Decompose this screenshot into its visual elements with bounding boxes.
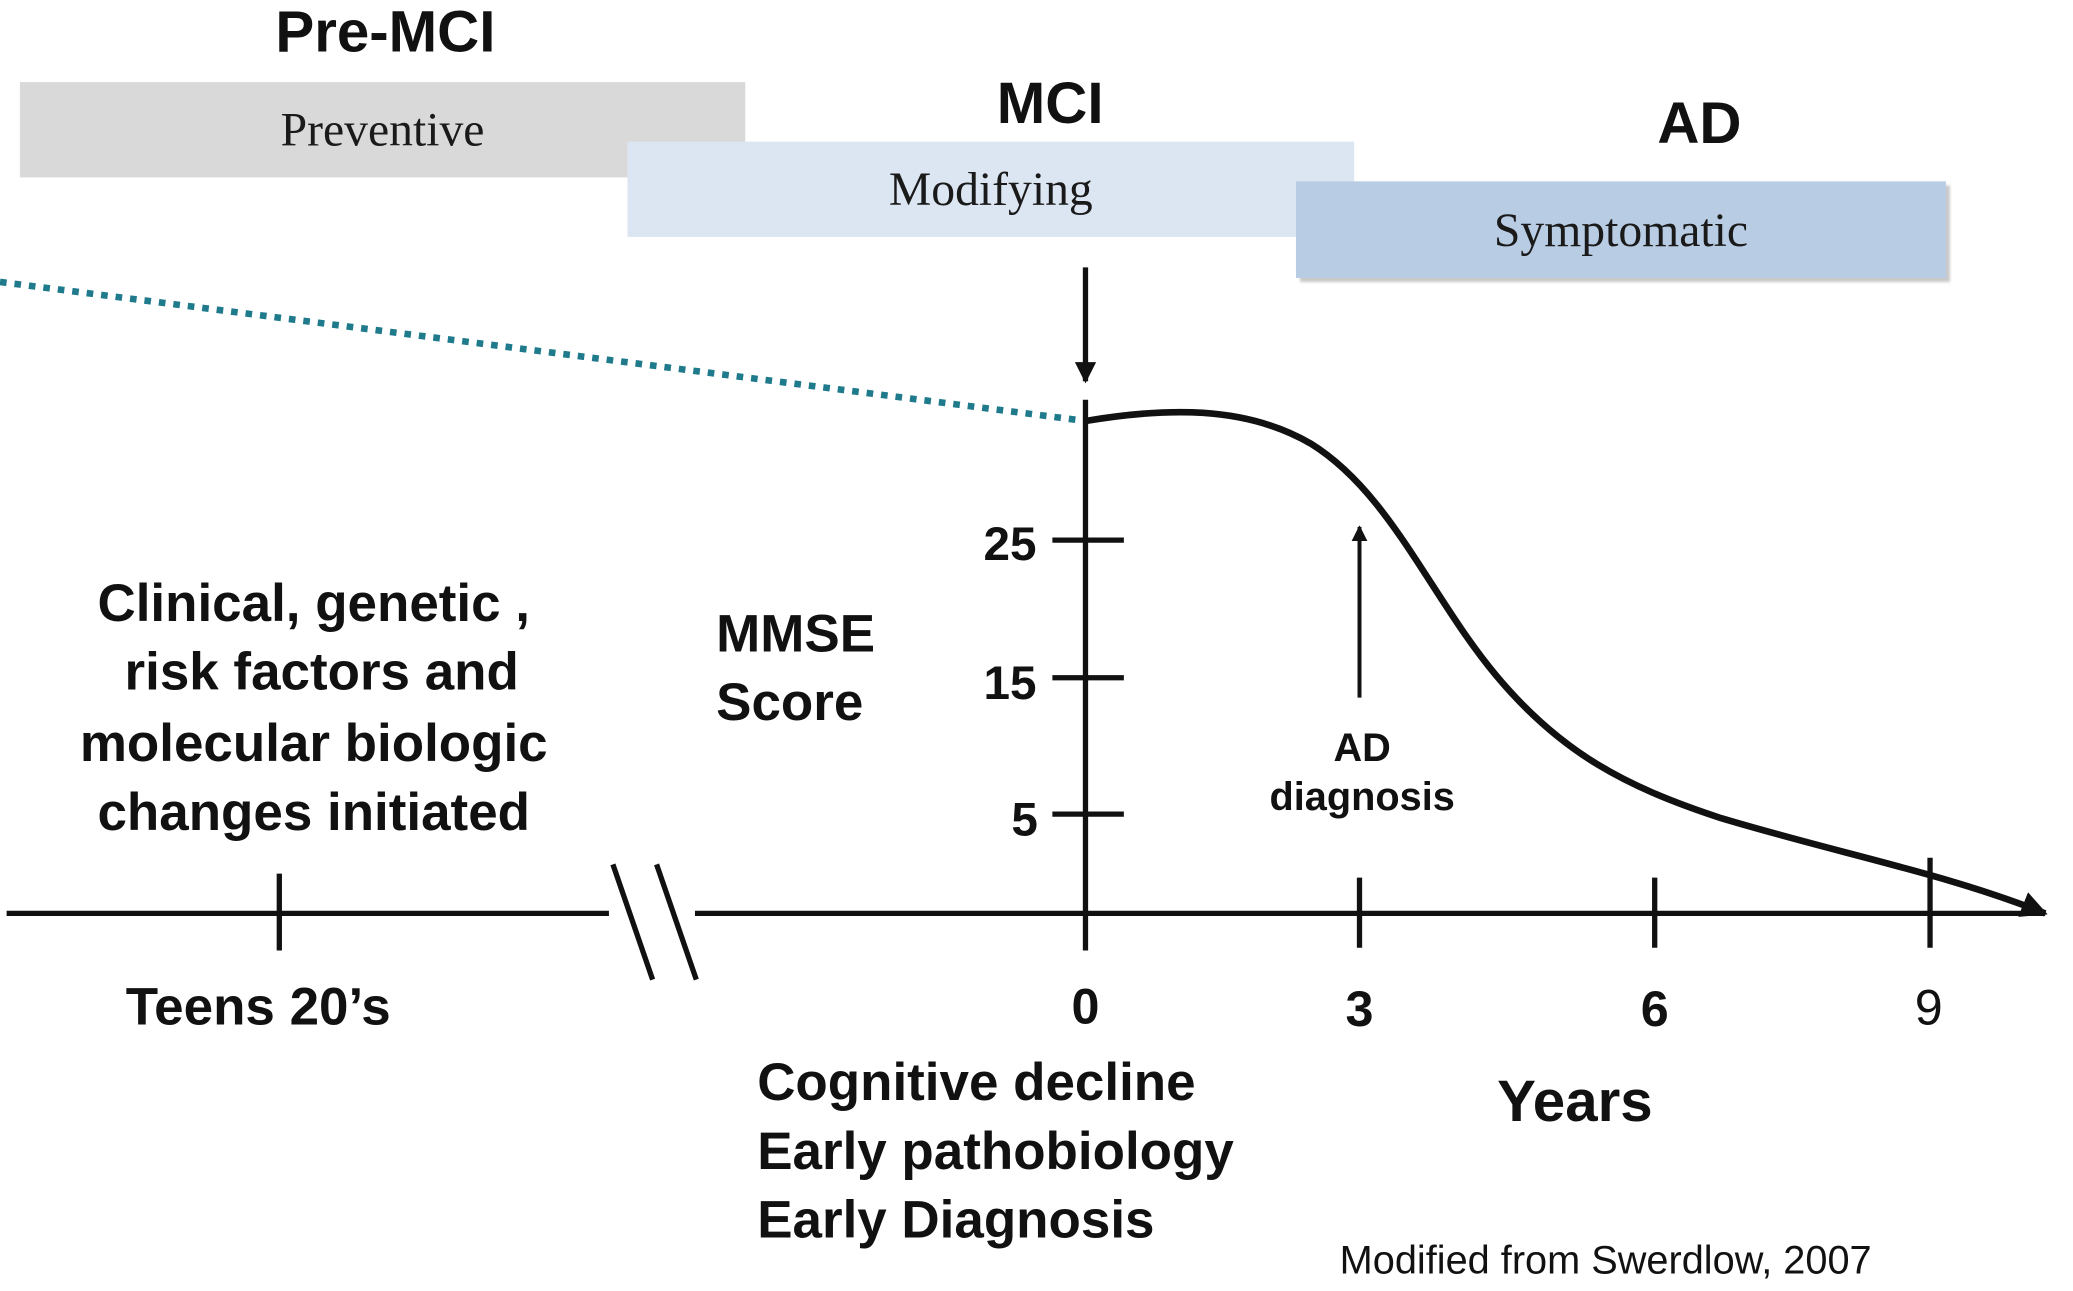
x-tick-label-9: 9: [1914, 980, 1943, 1037]
stage-heading-ad: AD: [1657, 91, 1742, 157]
x-tick-label-6: 6: [1640, 982, 1669, 1038]
y-axis-label-line-1: MMSE: [716, 604, 876, 664]
band-modifying-label: Modifying: [888, 162, 1093, 216]
risk-factors-line-4: changes initiated: [97, 783, 531, 842]
band-preventive: Preventive: [19, 82, 746, 178]
axis-break-mark-2: [654, 863, 699, 981]
x-tick-label-3: 3: [1345, 982, 1374, 1038]
band-symptomatic: Symptomatic: [1295, 181, 1946, 278]
x-label-teens: Teens 20’s: [125, 978, 391, 1037]
note-early-pathobiology: Early pathobiology: [757, 1122, 1234, 1181]
note-cognitive-decline: Cognitive decline: [757, 1053, 1196, 1112]
note-early-diagnosis: Early Diagnosis: [757, 1191, 1155, 1250]
axis-break-mark-1: [610, 863, 656, 981]
preclinical-dotted-line: [0, 278, 1086, 425]
x-tick-label-0: 0: [1071, 979, 1100, 1036]
ad-diagnosis-label-line-1: AD: [1333, 726, 1391, 771]
risk-factors-line-1: Clinical, genetic ,: [97, 574, 531, 633]
y-tick-label-25: 25: [983, 516, 1037, 571]
stage-heading-mci: MCI: [996, 71, 1104, 137]
risk-factors-line-2: risk factors and: [124, 643, 519, 702]
source-citation: Modified from Swerdlow, 2007: [1339, 1239, 1872, 1283]
x-axis-title: Years: [1497, 1069, 1653, 1135]
band-symptomatic-label: Symptomatic: [1493, 203, 1749, 257]
stage-heading-pre-mci: Pre-MCI: [275, 0, 496, 65]
mmse-decline-curve: [1084, 408, 2048, 917]
band-preventive-label: Preventive: [280, 103, 485, 157]
ad-diagnosis-label-line-2: diagnosis: [1269, 775, 1455, 820]
risk-factors-line-3: molecular biologic: [79, 714, 548, 774]
y-tick-label-5: 5: [1011, 791, 1038, 846]
y-axis-label-line-2: Score: [716, 673, 864, 733]
band-modifying: Modifying: [627, 141, 1355, 237]
y-tick-label-15: 15: [983, 655, 1037, 710]
